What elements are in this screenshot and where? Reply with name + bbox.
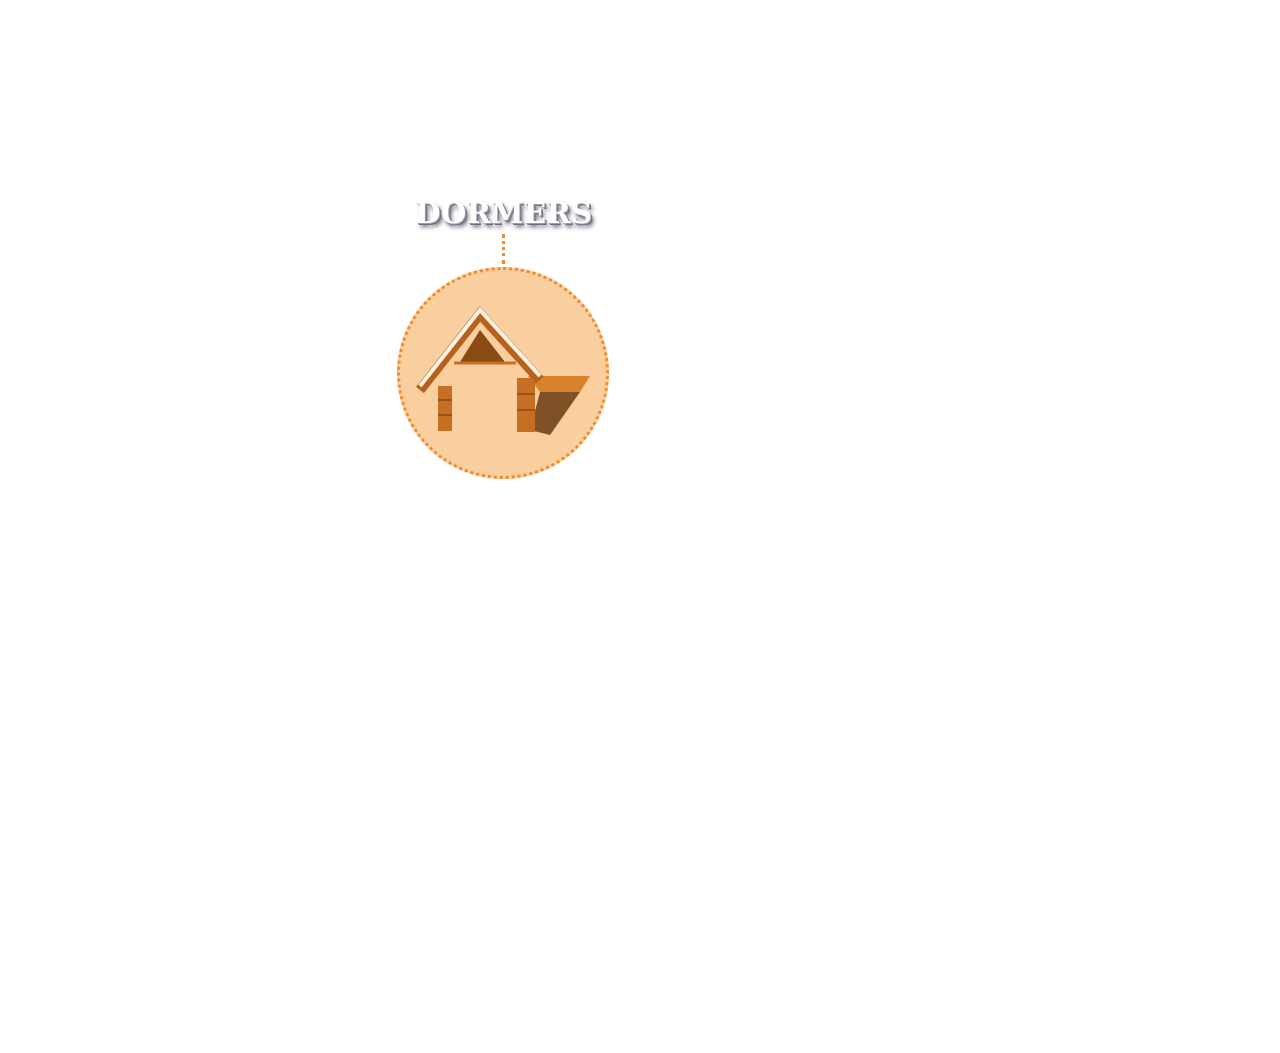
category-label[interactable]: DORMERS — [415, 196, 593, 230]
dormer-icon — [416, 306, 590, 435]
dotted-connector — [502, 234, 505, 264]
dormers-badge[interactable] — [397, 267, 609, 479]
